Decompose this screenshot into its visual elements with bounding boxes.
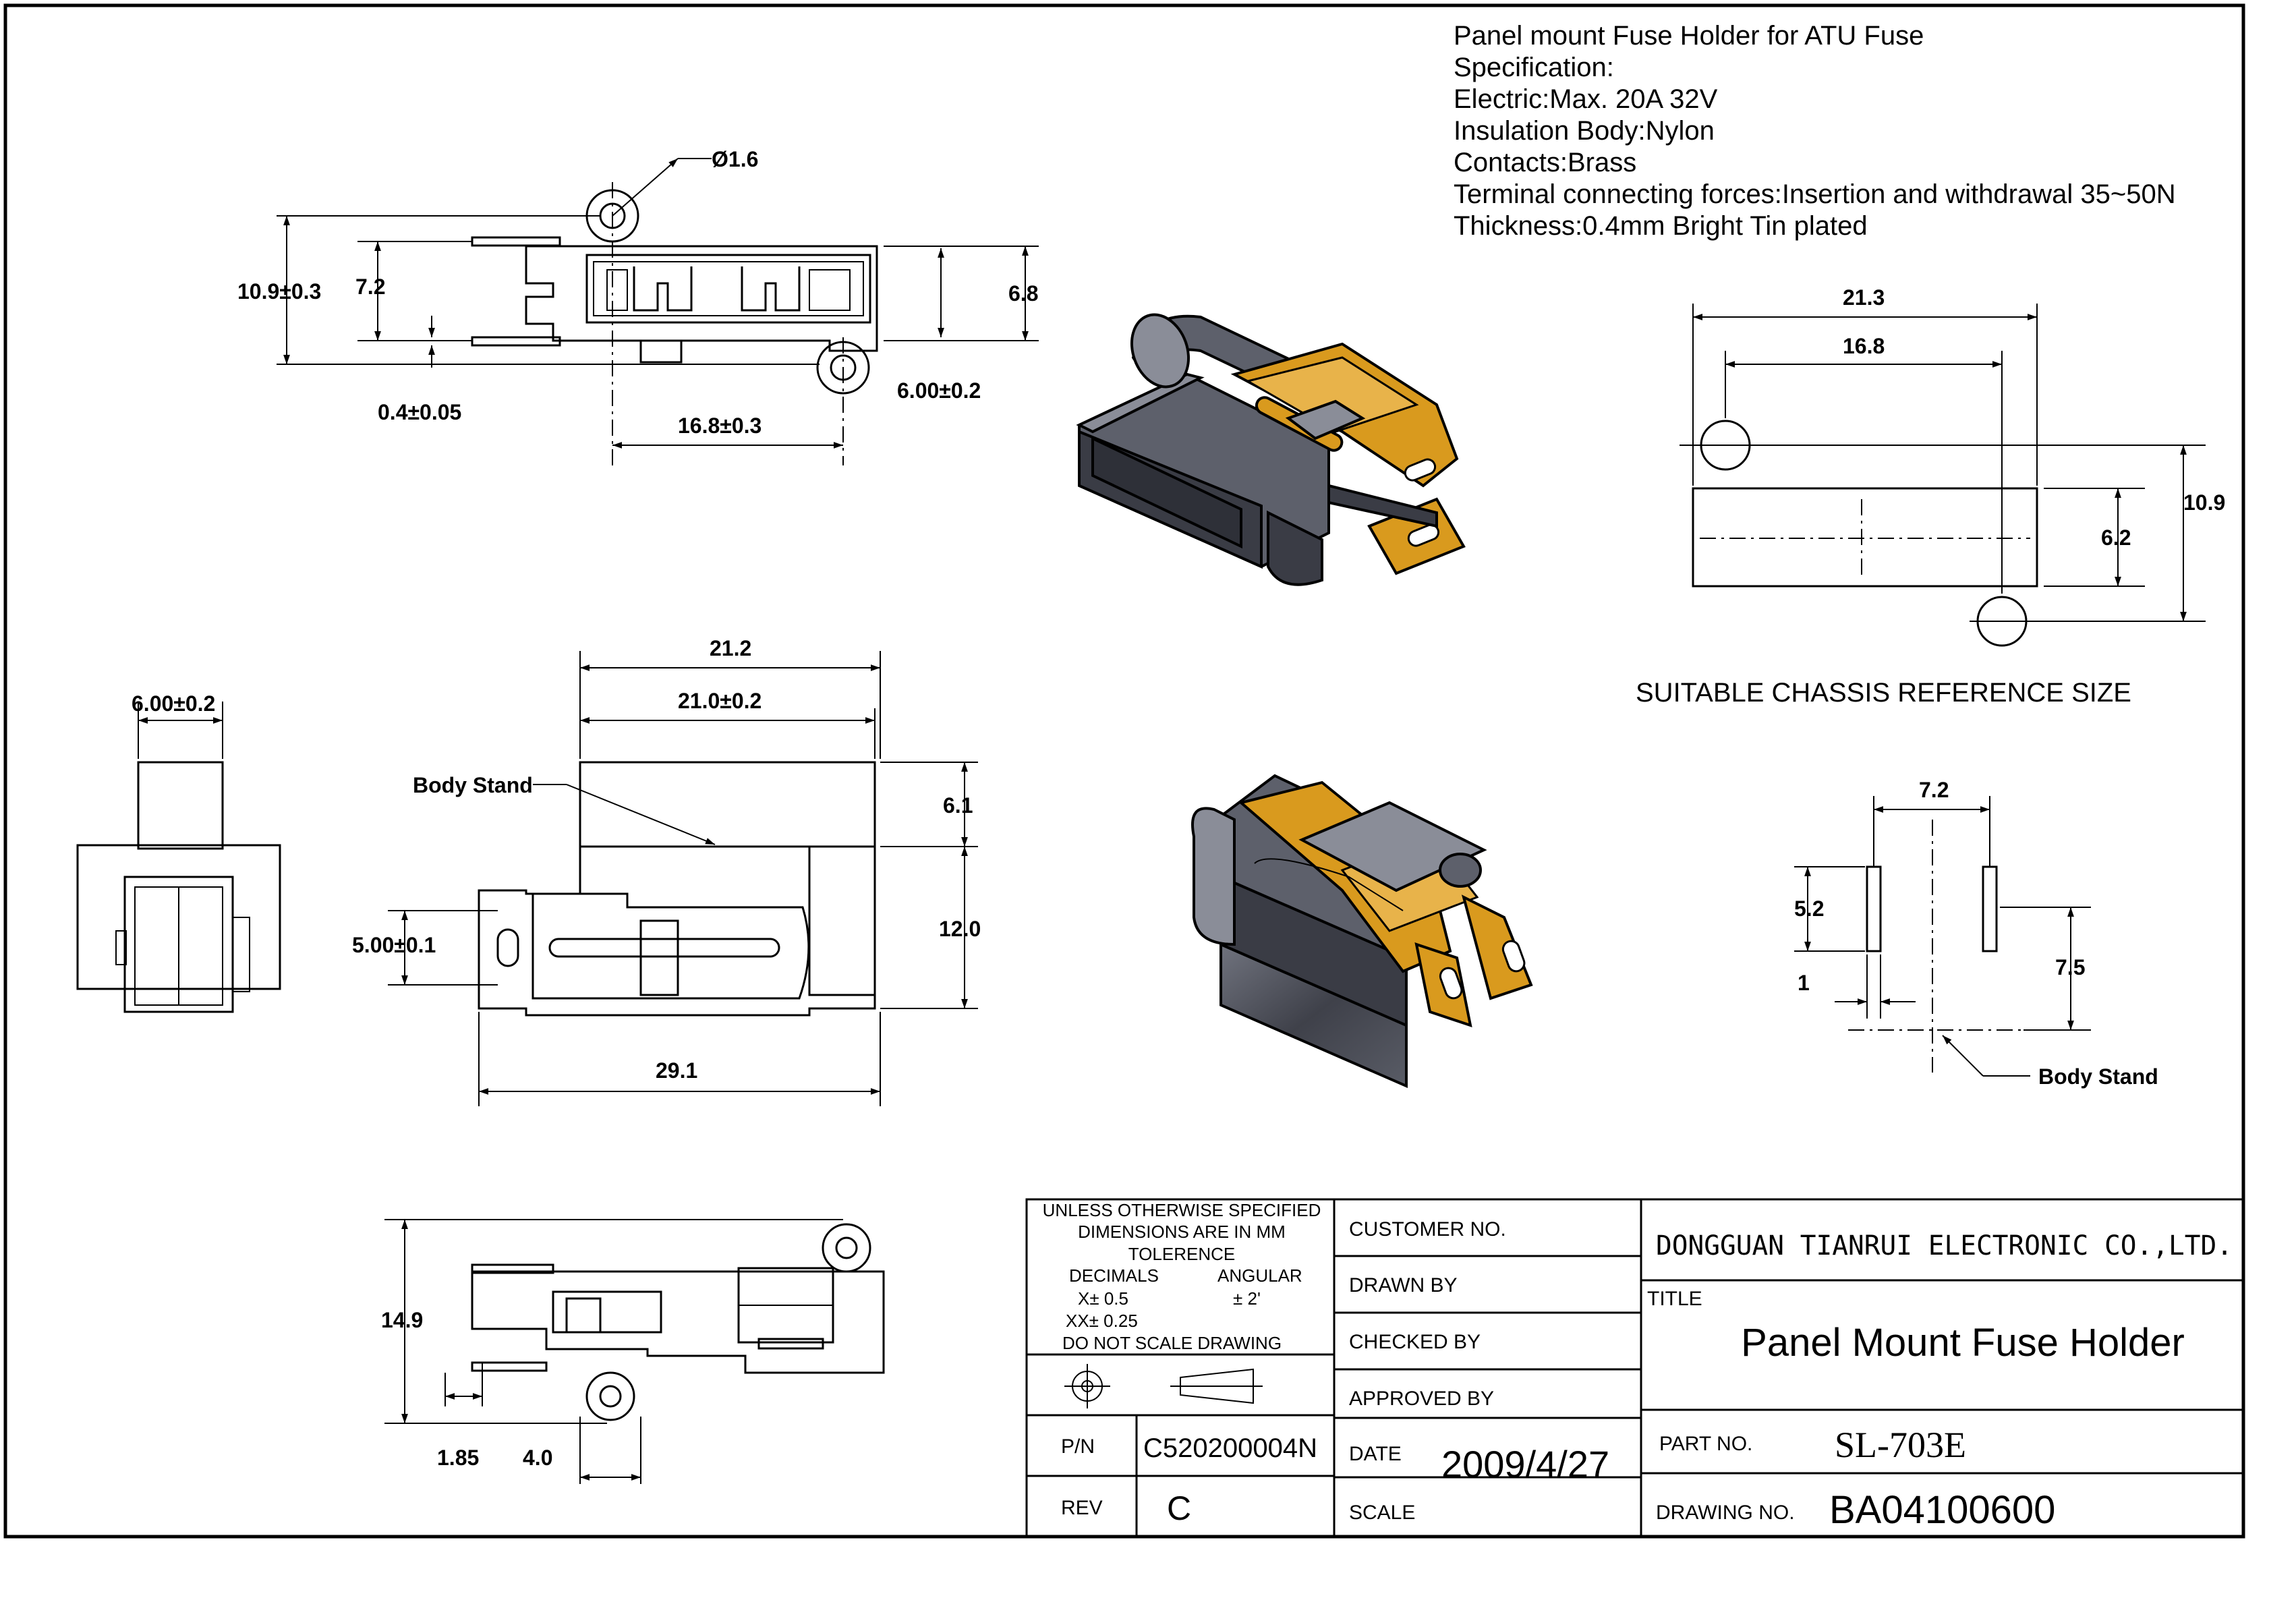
dim-body: 21.0±0.2 [678, 689, 762, 713]
approved-by-label: APPROVED BY [1349, 1388, 1494, 1410]
pn-value: C520200004N [1143, 1433, 1317, 1463]
dim-overall: 21.2 [710, 636, 751, 660]
dim-pcb-slot-len: 5.2 [1794, 896, 1824, 921]
dim-chassis-inner: 16.8 [1843, 334, 1885, 358]
company-name: DONGGUAN TIANRUI ELECTRONIC CO.,LTD. [1656, 1230, 2233, 1261]
spec-line: Electric:Max. 20A 32V [1454, 84, 1718, 114]
top-view: Ø1.6 10.9±0.3 7.2 0.4±0.05 6.8 6.00±0.2 … [237, 147, 1039, 465]
dim-chassis-outer: 21.3 [1843, 285, 1885, 310]
dim-offset: 6.00±0.2 [897, 378, 981, 403]
date-value: 2009/4/27 [1441, 1443, 1609, 1485]
dim-bottom-a: 1.85 [437, 1446, 479, 1470]
end-view: 6.00±0.2 [76, 691, 281, 1013]
dim-end-width: 6.00±0.2 [132, 691, 215, 716]
dim-length: 29.1 [656, 1058, 697, 1083]
dim-pcb-offset: 7.5 [2055, 955, 2085, 979]
checked-by-label: CHECKED BY [1349, 1331, 1481, 1353]
dim-pitch: 16.8±0.3 [678, 413, 762, 438]
tolerance-line: TOLERENCE [1128, 1244, 1235, 1264]
bottom-view: 14.9 1.85 4.0 [381, 1219, 885, 1484]
dim-chassis-height: 10.9 [2183, 490, 2225, 515]
side-view: Body Stand 21.2 21.0±0.2 6.1 12.0 5.00±0… [352, 636, 981, 1106]
date-label: DATE [1349, 1443, 1402, 1465]
dim-lower: 12.0 [939, 917, 981, 941]
dim-upper: 6.1 [943, 793, 973, 818]
isometric-view-bottom [1191, 774, 1533, 1089]
tolerance-x: X± 0.5 [1078, 1288, 1128, 1309]
spec-line: Terminal connecting forces:Insertion and… [1454, 179, 2176, 209]
spec-line: Thickness:0.4mm Bright Tin plated [1454, 211, 1868, 241]
projection-symbol [1064, 1364, 1263, 1408]
part-no-value: SL-703E [1835, 1425, 1966, 1465]
spec-line: Insulation Body:Nylon [1454, 116, 1715, 146]
dim-pcb-slot-w: 1 [1798, 971, 1810, 995]
dim-right: 6.8 [1008, 281, 1038, 306]
chassis-caption: SUITABLE CHASSIS REFERENCE SIZE [1636, 678, 2131, 708]
customer-no-label: CUSTOMER NO. [1349, 1218, 1506, 1240]
spec-heading: Panel mount Fuse Holder for ATU Fuse [1454, 21, 1924, 51]
tolerance-angle: ± 2' [1233, 1288, 1261, 1309]
title-label: TITLE [1647, 1288, 1702, 1310]
part-no-label: PART NO. [1659, 1433, 1752, 1455]
dim-inner: 7.2 [355, 275, 385, 299]
specification-block: Panel mount Fuse Holder for ATU Fuse Spe… [1454, 21, 2176, 241]
isometric-view-top [1076, 313, 1466, 586]
tolerance-line: DIMENSIONS ARE IN MM [1078, 1222, 1286, 1242]
spec-label: Specification: [1454, 53, 1614, 82]
dim-chassis-slot: 6.2 [2101, 525, 2131, 550]
pcb-footprint-view: 7.2 5.2 1 7.5 Body Stand [1794, 778, 2158, 1089]
dim-terminal: 5.00±0.1 [352, 933, 436, 957]
title-block: UNLESS OTHERWISE SPECIFIED DIMENSIONS AR… [1025, 1198, 2245, 1538]
label-pcb-body-stand: Body Stand [2038, 1064, 2158, 1089]
dim-height: 10.9±0.3 [237, 279, 321, 304]
label-body-stand: Body Stand [413, 773, 533, 797]
dim-pcb-pitch: 7.2 [1919, 778, 1949, 802]
dim-bottom-b: 4.0 [523, 1446, 552, 1470]
tolerance-decimals: DECIMALS [1069, 1265, 1159, 1286]
rev-label: REV [1061, 1497, 1103, 1519]
drawing-no-label: DRAWING NO. [1656, 1502, 1795, 1524]
pn-label: P/N [1061, 1435, 1095, 1458]
tolerance-angular: ANGULAR [1217, 1265, 1302, 1286]
scale-label: SCALE [1349, 1502, 1415, 1524]
drawing-no-value: BA04100600 [1829, 1488, 2055, 1532]
title-value: Panel Mount Fuse Holder [1741, 1321, 2185, 1365]
dim-thickness: 0.4±0.05 [378, 400, 461, 424]
dim-hole: Ø1.6 [712, 147, 758, 171]
chassis-reference-view: 21.3 16.8 10.9 6.2 SUITABLE CHASSIS REFE… [1636, 285, 2225, 708]
no-scale-note: DO NOT SCALE DRAWING [1062, 1333, 1282, 1353]
drawn-by-label: DRAWN BY [1349, 1274, 1458, 1296]
dim-bottom-height: 14.9 [381, 1308, 423, 1332]
rev-value: C [1167, 1489, 1191, 1527]
tolerance-xx: XX± 0.25 [1066, 1311, 1138, 1331]
tolerance-line: UNLESS OTHERWISE SPECIFIED [1043, 1200, 1321, 1220]
spec-line: Contacts:Brass [1454, 148, 1636, 177]
